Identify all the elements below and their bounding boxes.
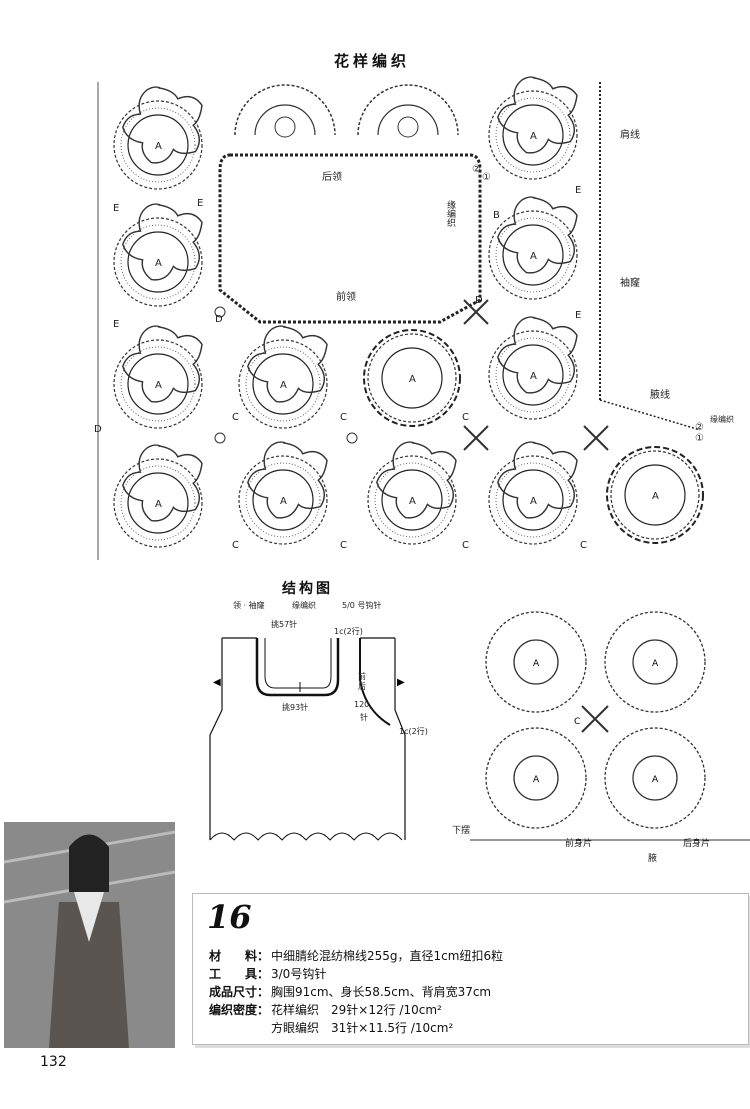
svg-text:E: E (113, 203, 119, 214)
svg-text:A: A (533, 659, 540, 669)
svg-text:①: ① (695, 433, 704, 444)
model-photo (4, 822, 175, 1048)
front-piece-label: 前身片 (565, 839, 593, 849)
c2-side-label: 1c(2行) (399, 727, 428, 736)
svg-text:C: C (462, 540, 469, 551)
svg-text:E: E (575, 310, 581, 321)
svg-text:A: A (155, 380, 162, 391)
half-motif (357, 84, 459, 138)
svg-text:E: E (113, 319, 119, 330)
svg-text:E: E (575, 185, 581, 196)
neck-opening (218, 153, 482, 324)
gauge-row: 编织密度：花样编织 29针×12行 /10cm² (209, 1003, 442, 1017)
svg-text:C: C (580, 540, 587, 551)
svg-text:A: A (530, 371, 537, 382)
svg-text:A: A (280, 380, 287, 391)
svg-text:A: A (409, 374, 416, 385)
grid-lines (97, 82, 701, 560)
back-neck-label: 后领 (322, 170, 342, 183)
pattern-title: 花样编织 (334, 52, 411, 70)
structure-diagram: ◀ ▶ (209, 637, 406, 841)
svg-text:A: A (530, 251, 537, 262)
armpit-line-label: 腋线 (650, 388, 670, 401)
c2-top-label: 1c(2行) (334, 627, 363, 636)
gauge-row-2: 方眼编织 31针×11.5行 /10cm² (271, 1021, 454, 1035)
svg-text:缘编织: 缘编织 (710, 414, 734, 424)
page-number: 132 (40, 1054, 67, 1070)
svg-text:B: B (493, 210, 500, 221)
motif-a (113, 325, 203, 429)
back-piece-label: 后身片 (683, 839, 711, 849)
svg-text:E: E (197, 198, 203, 209)
edge-knit-label: 缘编织 (445, 199, 456, 228)
motif-a (488, 441, 578, 545)
svg-text:②: ② (472, 164, 481, 175)
armpit-label: 腋 (648, 854, 658, 864)
svg-text:A: A (533, 775, 540, 785)
motif-a (488, 76, 578, 180)
svg-text:A: A (652, 775, 659, 785)
pick-93-label: 挑93针 (282, 703, 309, 712)
svg-text:▶: ▶ (397, 677, 405, 688)
pick-57-label: 挑57针 (271, 620, 298, 629)
svg-text:◀: ◀ (213, 677, 221, 688)
motif-a (238, 325, 328, 429)
motif-a (238, 441, 328, 545)
svg-text:A: A (155, 258, 162, 269)
svg-text:D: D (215, 314, 223, 325)
pattern-number: 16 (207, 898, 252, 936)
svg-text:D: D (475, 295, 483, 306)
tool-row: 工 具：3/0号钩针 (209, 967, 327, 981)
half-motif (234, 84, 336, 138)
front-neck-label: 前领 (336, 290, 356, 303)
size-row: 成品尺寸：胸围91cm、身长58.5cm、背肩宽37cm (209, 985, 492, 999)
motif-a (367, 441, 457, 545)
svg-text:①: ① (482, 172, 491, 183)
motif-label: A (155, 141, 162, 152)
material-row: 材 料：中细腈纶混纺棉线255g，直径1cm纽扣6粒 (209, 949, 504, 963)
motif-diagram: A A A A A A A A A A A A A E E E E E D D … (94, 76, 734, 560)
armhole-label: 袖窿 (620, 276, 640, 289)
motif-a (488, 316, 578, 420)
svg-text:D: D (94, 424, 102, 435)
motif-a (113, 86, 203, 190)
hem-label: 下摆 (452, 826, 471, 836)
svg-text:②: ② (695, 422, 704, 433)
svg-text:C: C (232, 540, 239, 551)
svg-text:A: A (409, 496, 416, 507)
svg-text:A: A (530, 131, 537, 142)
svg-text:C: C (340, 412, 347, 423)
motif-a (113, 444, 203, 548)
structure-subtitle-part: 领 · 袖窿 (233, 601, 265, 610)
motif-a (488, 196, 578, 300)
stitches-120-label: 120 (354, 700, 370, 709)
svg-text:C: C (340, 540, 347, 551)
structure-subtitle-edge: 缘编织 (292, 601, 316, 610)
front-back-label: 前后 (358, 672, 366, 691)
svg-text:C: C (462, 412, 469, 423)
svg-text:C: C (232, 412, 239, 423)
motif-a (113, 203, 203, 307)
info-box: 16 材 料：中细腈纶混纺棉线255g，直径1cm纽扣6粒 工 具：3/0号钩针… (192, 893, 749, 1045)
hem-motif-diagram: A A A A C (470, 611, 750, 841)
svg-text:A: A (652, 659, 659, 669)
stitches-unit-label: 针 (360, 713, 368, 722)
svg-text:A: A (280, 496, 287, 507)
structure-title: 结构图 (282, 581, 333, 597)
structure-subtitle-hook: 5/0 号钩针 (342, 601, 382, 610)
svg-text:C: C (574, 717, 580, 727)
svg-text:A: A (652, 491, 659, 502)
svg-text:A: A (155, 499, 162, 510)
svg-text:A: A (530, 496, 537, 507)
shoulder-line-label: 肩线 (620, 128, 640, 141)
